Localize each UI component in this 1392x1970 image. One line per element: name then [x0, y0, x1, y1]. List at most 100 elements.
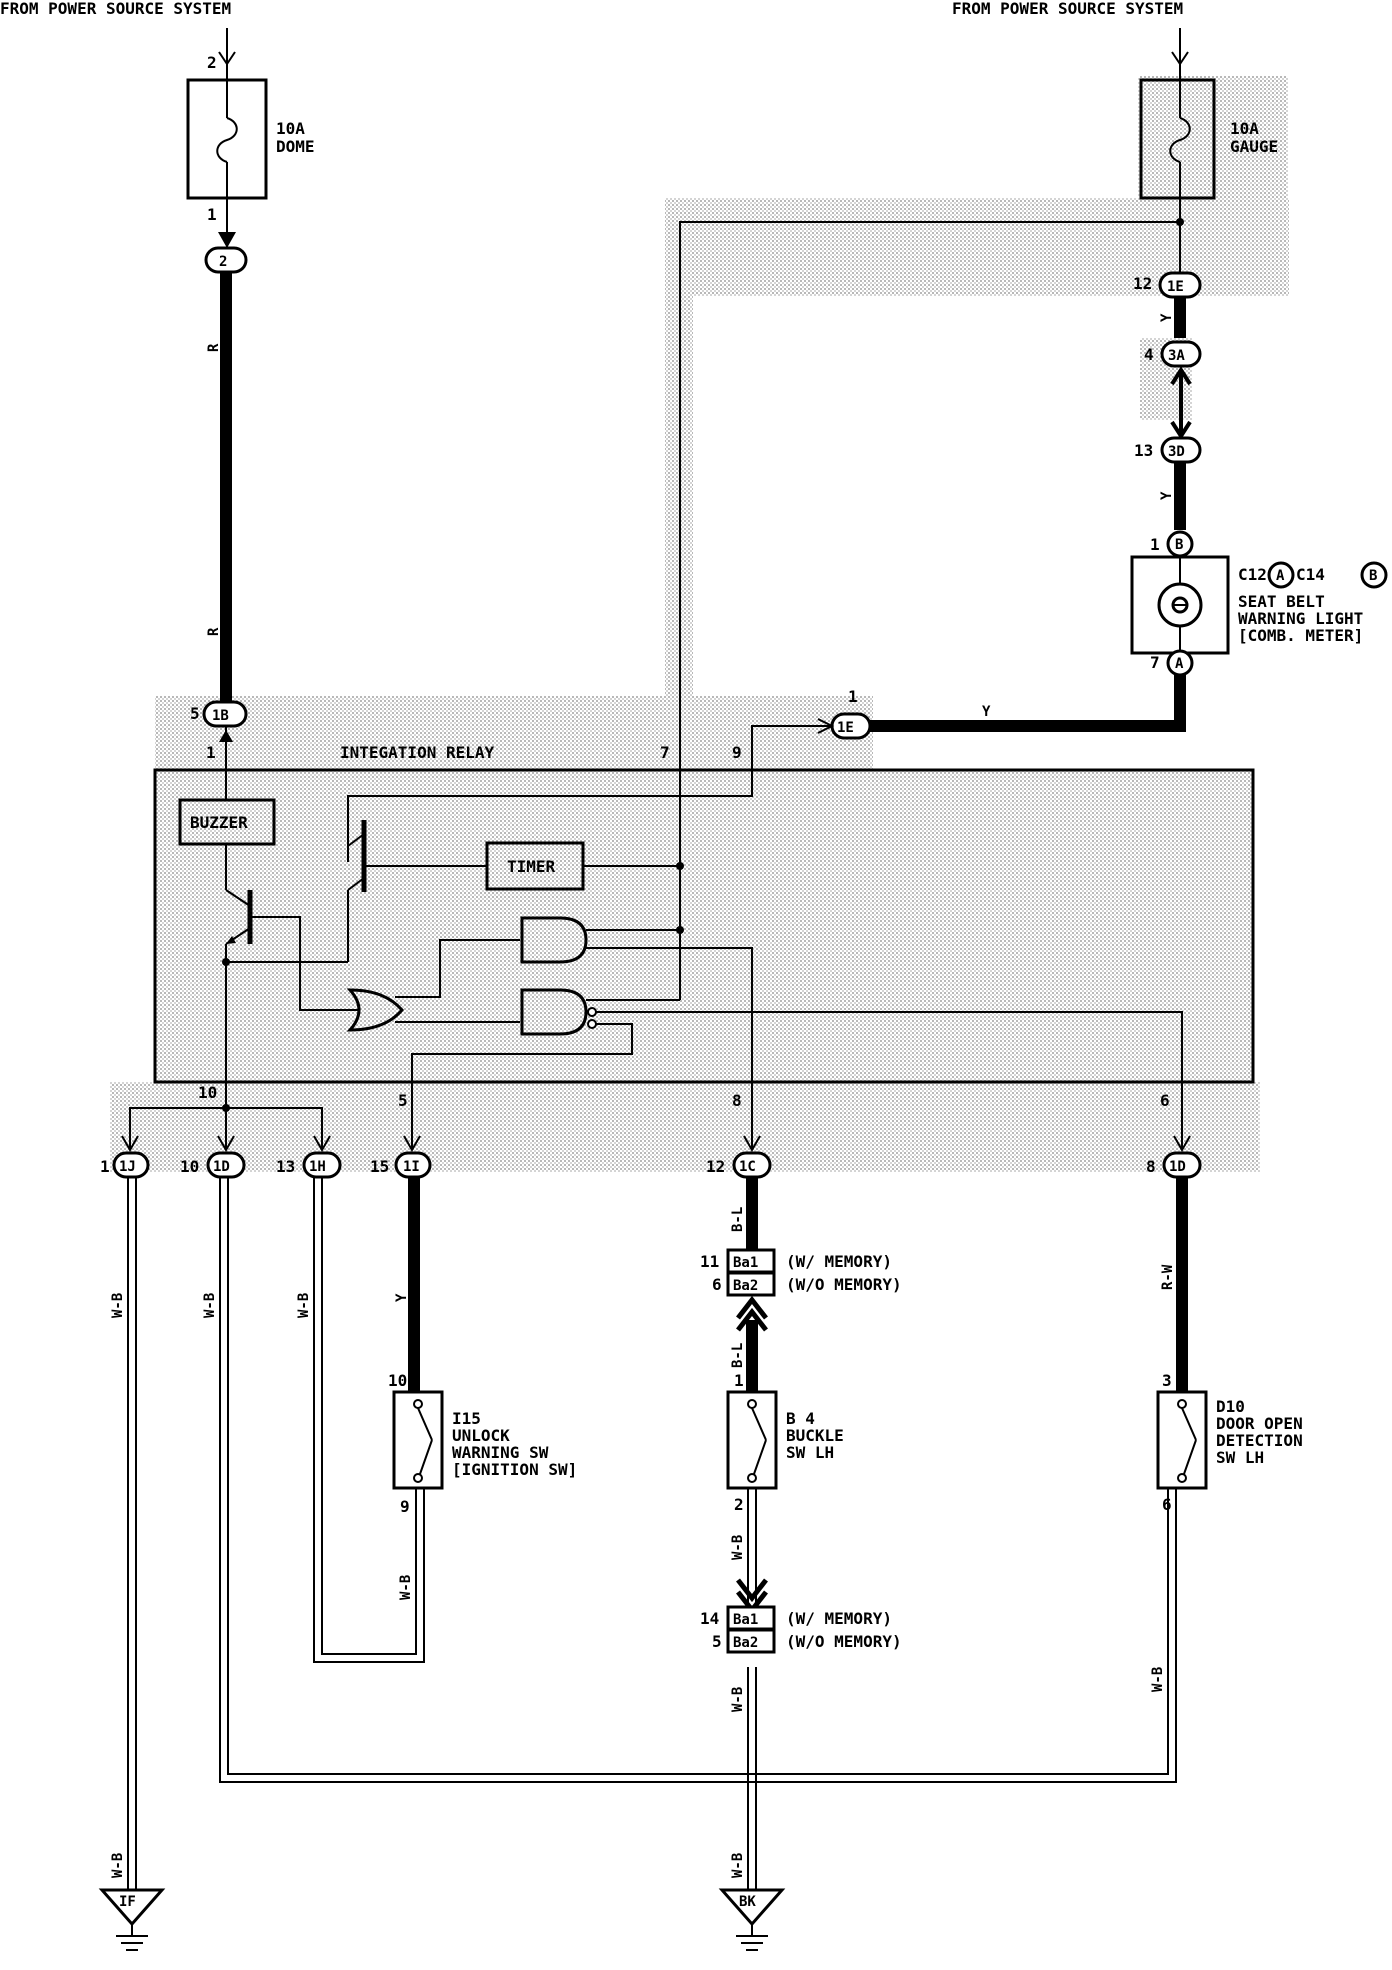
svg-text:11: 11: [700, 1252, 719, 1271]
wire-light-to-1e: [868, 675, 1186, 732]
connector-1b: 5 1B: [190, 700, 248, 728]
wire-color-wb-8: W-B: [1150, 1667, 1166, 1692]
svg-text:13: 13: [1134, 441, 1153, 460]
svg-text:DETECTION: DETECTION: [1216, 1431, 1303, 1450]
gauge-fuse-name: GAUGE: [1230, 137, 1278, 156]
svg-text:14: 14: [700, 1609, 719, 1628]
svg-text:WARNING SW: WARNING SW: [452, 1443, 549, 1462]
svg-text:B: B: [1369, 568, 1377, 584]
seat-belt-warning-light: 1 B 7 A C12 A C14 B SEAT BELT WARNING LI…: [1130, 530, 1388, 677]
seat-belt-code-2: C14: [1296, 565, 1325, 584]
svg-text:1I: 1I: [403, 1159, 420, 1175]
wire-color-y-lower: Y: [982, 704, 991, 720]
svg-text:1E: 1E: [1167, 279, 1184, 295]
svg-text:IF: IF: [119, 1894, 136, 1910]
svg-text:Ba2: Ba2: [733, 1635, 758, 1651]
wire-color-rw: R-W: [1160, 1264, 1176, 1290]
svg-text:12: 12: [706, 1157, 725, 1176]
svg-text:BK: BK: [739, 1894, 756, 1910]
connector-3d: 13 3D: [1134, 436, 1202, 464]
power-source-label-right: FROM POWER SOURCE SYSTEM: [952, 0, 1183, 18]
wb-wires: [127, 1177, 1177, 1890]
integration-relay: INTEGATION RELAY 1 7 9 BUZZER TIMER: [153, 222, 1255, 1150]
svg-text:1E: 1E: [837, 720, 854, 736]
svg-text:BUCKLE: BUCKLE: [786, 1426, 844, 1445]
wire-color-r-lower: R: [206, 627, 222, 636]
svg-text:1: 1: [1150, 535, 1160, 554]
svg-text:SW LH: SW LH: [786, 1443, 834, 1462]
svg-text:1D: 1D: [213, 1159, 230, 1175]
and-gate-upper: [520, 916, 588, 964]
dome-fuse: 2 10A DOME 1: [186, 28, 315, 248]
gauge-fuse-amp: 10A: [1230, 119, 1259, 138]
wire-color-y-unlock: Y: [394, 1293, 410, 1302]
gauge-fuse: 10A GAUGE: [1139, 28, 1278, 276]
wire-color-y-upper: Y: [1159, 313, 1175, 322]
svg-text:12: 12: [1133, 274, 1152, 293]
ground-if: IF: [98, 1888, 166, 1951]
svg-text:2: 2: [219, 254, 227, 270]
wire-color-wb-5: W-B: [730, 1535, 746, 1560]
svg-text:B 4: B 4: [786, 1409, 815, 1428]
door-open-switch: 3 6 D10 DOOR OPEN DETECTION SW LH: [1156, 1371, 1303, 1514]
dome-fuse-name: DOME: [276, 137, 315, 156]
svg-text:4: 4: [1144, 345, 1154, 364]
svg-text:WARNING LIGHT: WARNING LIGHT: [1238, 609, 1363, 628]
wire-gauge-to-relay-7: [679, 221, 1180, 766]
svg-text:6: 6: [712, 1275, 722, 1294]
svg-text:3: 3: [1162, 1371, 1172, 1390]
svg-text:A: A: [1276, 568, 1285, 584]
svg-text:(W/O MEMORY): (W/O MEMORY): [786, 1275, 902, 1294]
connector-1i: 15 1I: [370, 1151, 432, 1179]
wire-color-r-upper: R: [206, 343, 222, 352]
connector-dome-2: 2: [204, 246, 248, 274]
svg-text:3D: 3D: [1168, 444, 1185, 460]
double-arrow-3a-3d: [1170, 366, 1192, 440]
connector-3a: 4 3A: [1144, 340, 1202, 368]
connector-1j: 1 1J: [100, 1151, 150, 1179]
svg-text:(W/ MEMORY): (W/ MEMORY): [786, 1252, 892, 1271]
svg-text:1: 1: [100, 1157, 110, 1176]
svg-text:UNLOCK: UNLOCK: [452, 1426, 510, 1445]
svg-text:SEAT BELT: SEAT BELT: [1238, 592, 1325, 611]
svg-text:Ba1: Ba1: [733, 1612, 758, 1628]
connector-1c: 12 1C: [706, 1151, 772, 1179]
wire-color-wb-7: W-B: [730, 1853, 746, 1878]
relay-pin-10: 10: [198, 1083, 217, 1102]
svg-text:8: 8: [1146, 1157, 1156, 1176]
shaded-regions: [110, 76, 1289, 1172]
connector-1e-mid: 1 1E: [830, 687, 872, 740]
svg-text:6: 6: [1162, 1495, 1172, 1514]
svg-text:1: 1: [206, 743, 216, 762]
dome-fuse-pin-top: 2: [207, 53, 217, 72]
svg-text:1H: 1H: [309, 1159, 326, 1175]
svg-text:B: B: [1175, 537, 1183, 553]
svg-text:13: 13: [276, 1157, 295, 1176]
relay-pin-8: 8: [732, 1091, 742, 1110]
svg-text:9: 9: [400, 1497, 410, 1516]
and-gate-lower: [520, 988, 588, 1036]
svg-text:1J: 1J: [119, 1159, 136, 1175]
svg-text:1: 1: [734, 1371, 744, 1390]
svg-text:D10: D10: [1216, 1397, 1245, 1416]
relay-pin-6: 6: [1160, 1091, 1170, 1110]
wire-1e-to-relay-9: [347, 725, 832, 862]
wire-color-wb-6: W-B: [730, 1687, 746, 1712]
wire-color-bl-lower: B-L: [730, 1343, 746, 1368]
unlock-warning-switch: 10 9 I15 UNLOCK WARNING SW [IGNITION SW]: [388, 1371, 577, 1516]
svg-text:5: 5: [712, 1632, 722, 1651]
svg-text:SW LH: SW LH: [1216, 1448, 1264, 1467]
wire-color-wb-4: W-B: [398, 1575, 414, 1600]
ground-bk: BK: [718, 1888, 786, 1951]
svg-text:5: 5: [190, 704, 200, 723]
svg-text:1B: 1B: [212, 708, 229, 724]
svg-text:A: A: [1175, 656, 1184, 672]
connector-1e-top: 12 1E: [1133, 271, 1202, 299]
buzzer-label: BUZZER: [190, 813, 248, 832]
wire-color-wb-9: W-B: [110, 1853, 126, 1878]
relay-pin-5: 5: [398, 1091, 408, 1110]
wire-color-y-mid: Y: [1159, 491, 1175, 500]
svg-text:10: 10: [388, 1371, 407, 1390]
ba-connector-lower: 14 Ba1 (W/ MEMORY) 5 Ba2 (W/O MEMORY): [700, 1605, 902, 1654]
svg-text:DOOR OPEN: DOOR OPEN: [1216, 1414, 1303, 1433]
